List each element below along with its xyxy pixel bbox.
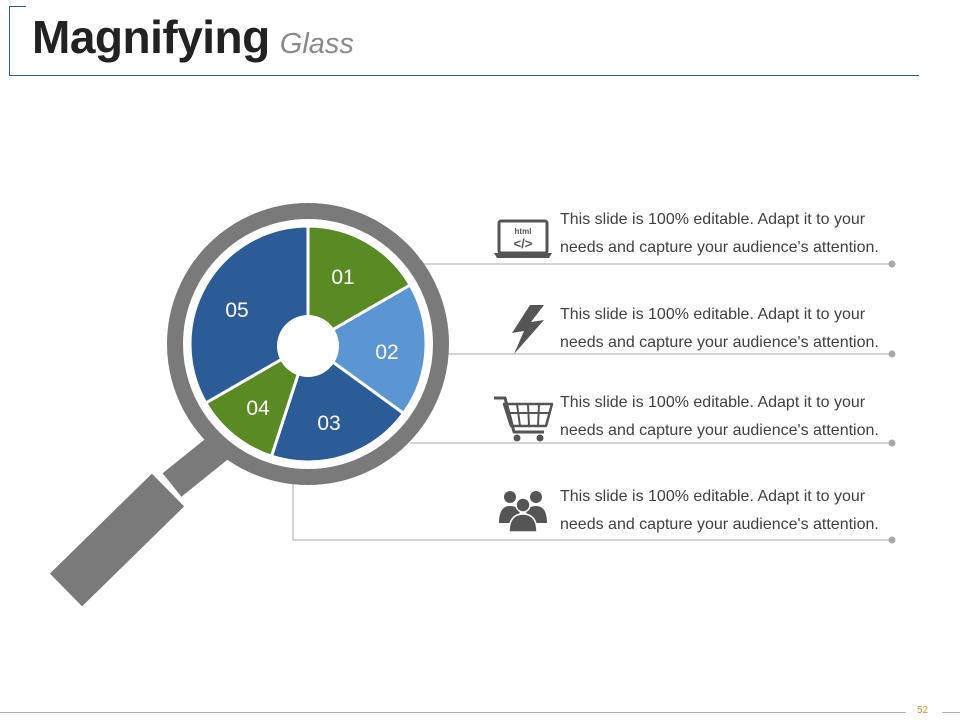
item-text-1: This slide is 100% editable. Adapt it to… <box>560 206 890 262</box>
connector-dot-4 <box>888 536 896 544</box>
item-1-line-1: This slide is 100% editable. Adapt it to… <box>560 211 866 228</box>
pie-label-04: 04 <box>246 397 270 420</box>
pie-labels: 01 02 03 04 05 <box>225 266 398 435</box>
item-text-4: This slide is 100% editable. Adapt it to… <box>560 483 890 539</box>
item-text-3: This slide is 100% editable. Adapt it to… <box>560 389 890 445</box>
item-2-line-1: This slide is 100% editable. Adapt it to… <box>560 306 866 323</box>
people-group-icon <box>499 491 547 533</box>
connector-lines <box>292 260 896 544</box>
pie-segment-02 <box>306 283 428 415</box>
pie-segment-01 <box>306 224 412 346</box>
item-3-line-1: This slide is 100% editable. Adapt it to… <box>560 394 866 411</box>
item-text-2: This slide is 100% editable. Adapt it to… <box>560 301 890 357</box>
item-3-line-2: needs and capture your audience's attent… <box>560 422 879 439</box>
pie-label-05: 05 <box>225 299 248 322</box>
item-1-line-2: needs and capture your audience's attent… <box>560 239 879 256</box>
connector-dot-3 <box>888 439 896 447</box>
title-sub: Glass <box>279 28 354 60</box>
pie-label-01: 01 <box>331 266 354 289</box>
page-title: Magnifying Glass <box>32 10 354 64</box>
connector-line-4 <box>292 484 892 541</box>
item-4-line-1: This slide is 100% editable. Adapt it to… <box>560 488 866 505</box>
html-laptop-icon: html </> <box>494 219 552 258</box>
svg-text:html: html <box>515 227 532 236</box>
shopping-cart-icon <box>494 396 554 442</box>
title-bracket <box>9 6 919 76</box>
pie-segment-04 <box>204 342 310 458</box>
magnifier-center <box>277 315 339 377</box>
pie-segment-05 <box>188 224 310 405</box>
magnifier-handle <box>49 428 238 607</box>
title-main: Magnifying <box>32 11 270 63</box>
svg-text:</>: </> <box>514 236 533 251</box>
lightning-icon <box>512 305 544 354</box>
item-2-line-2: needs and capture your audience's attent… <box>560 334 879 351</box>
connector-dot-2 <box>888 350 896 358</box>
pie-label-02: 02 <box>375 341 398 364</box>
pie-label-03: 03 <box>317 412 340 435</box>
connector-dot-1 <box>888 260 896 268</box>
item-4-line-2: needs and capture your audience's attent… <box>560 516 879 533</box>
footer-divider-right <box>942 712 960 713</box>
footer-divider-left <box>0 712 906 713</box>
page-number: 52 <box>917 705 929 716</box>
